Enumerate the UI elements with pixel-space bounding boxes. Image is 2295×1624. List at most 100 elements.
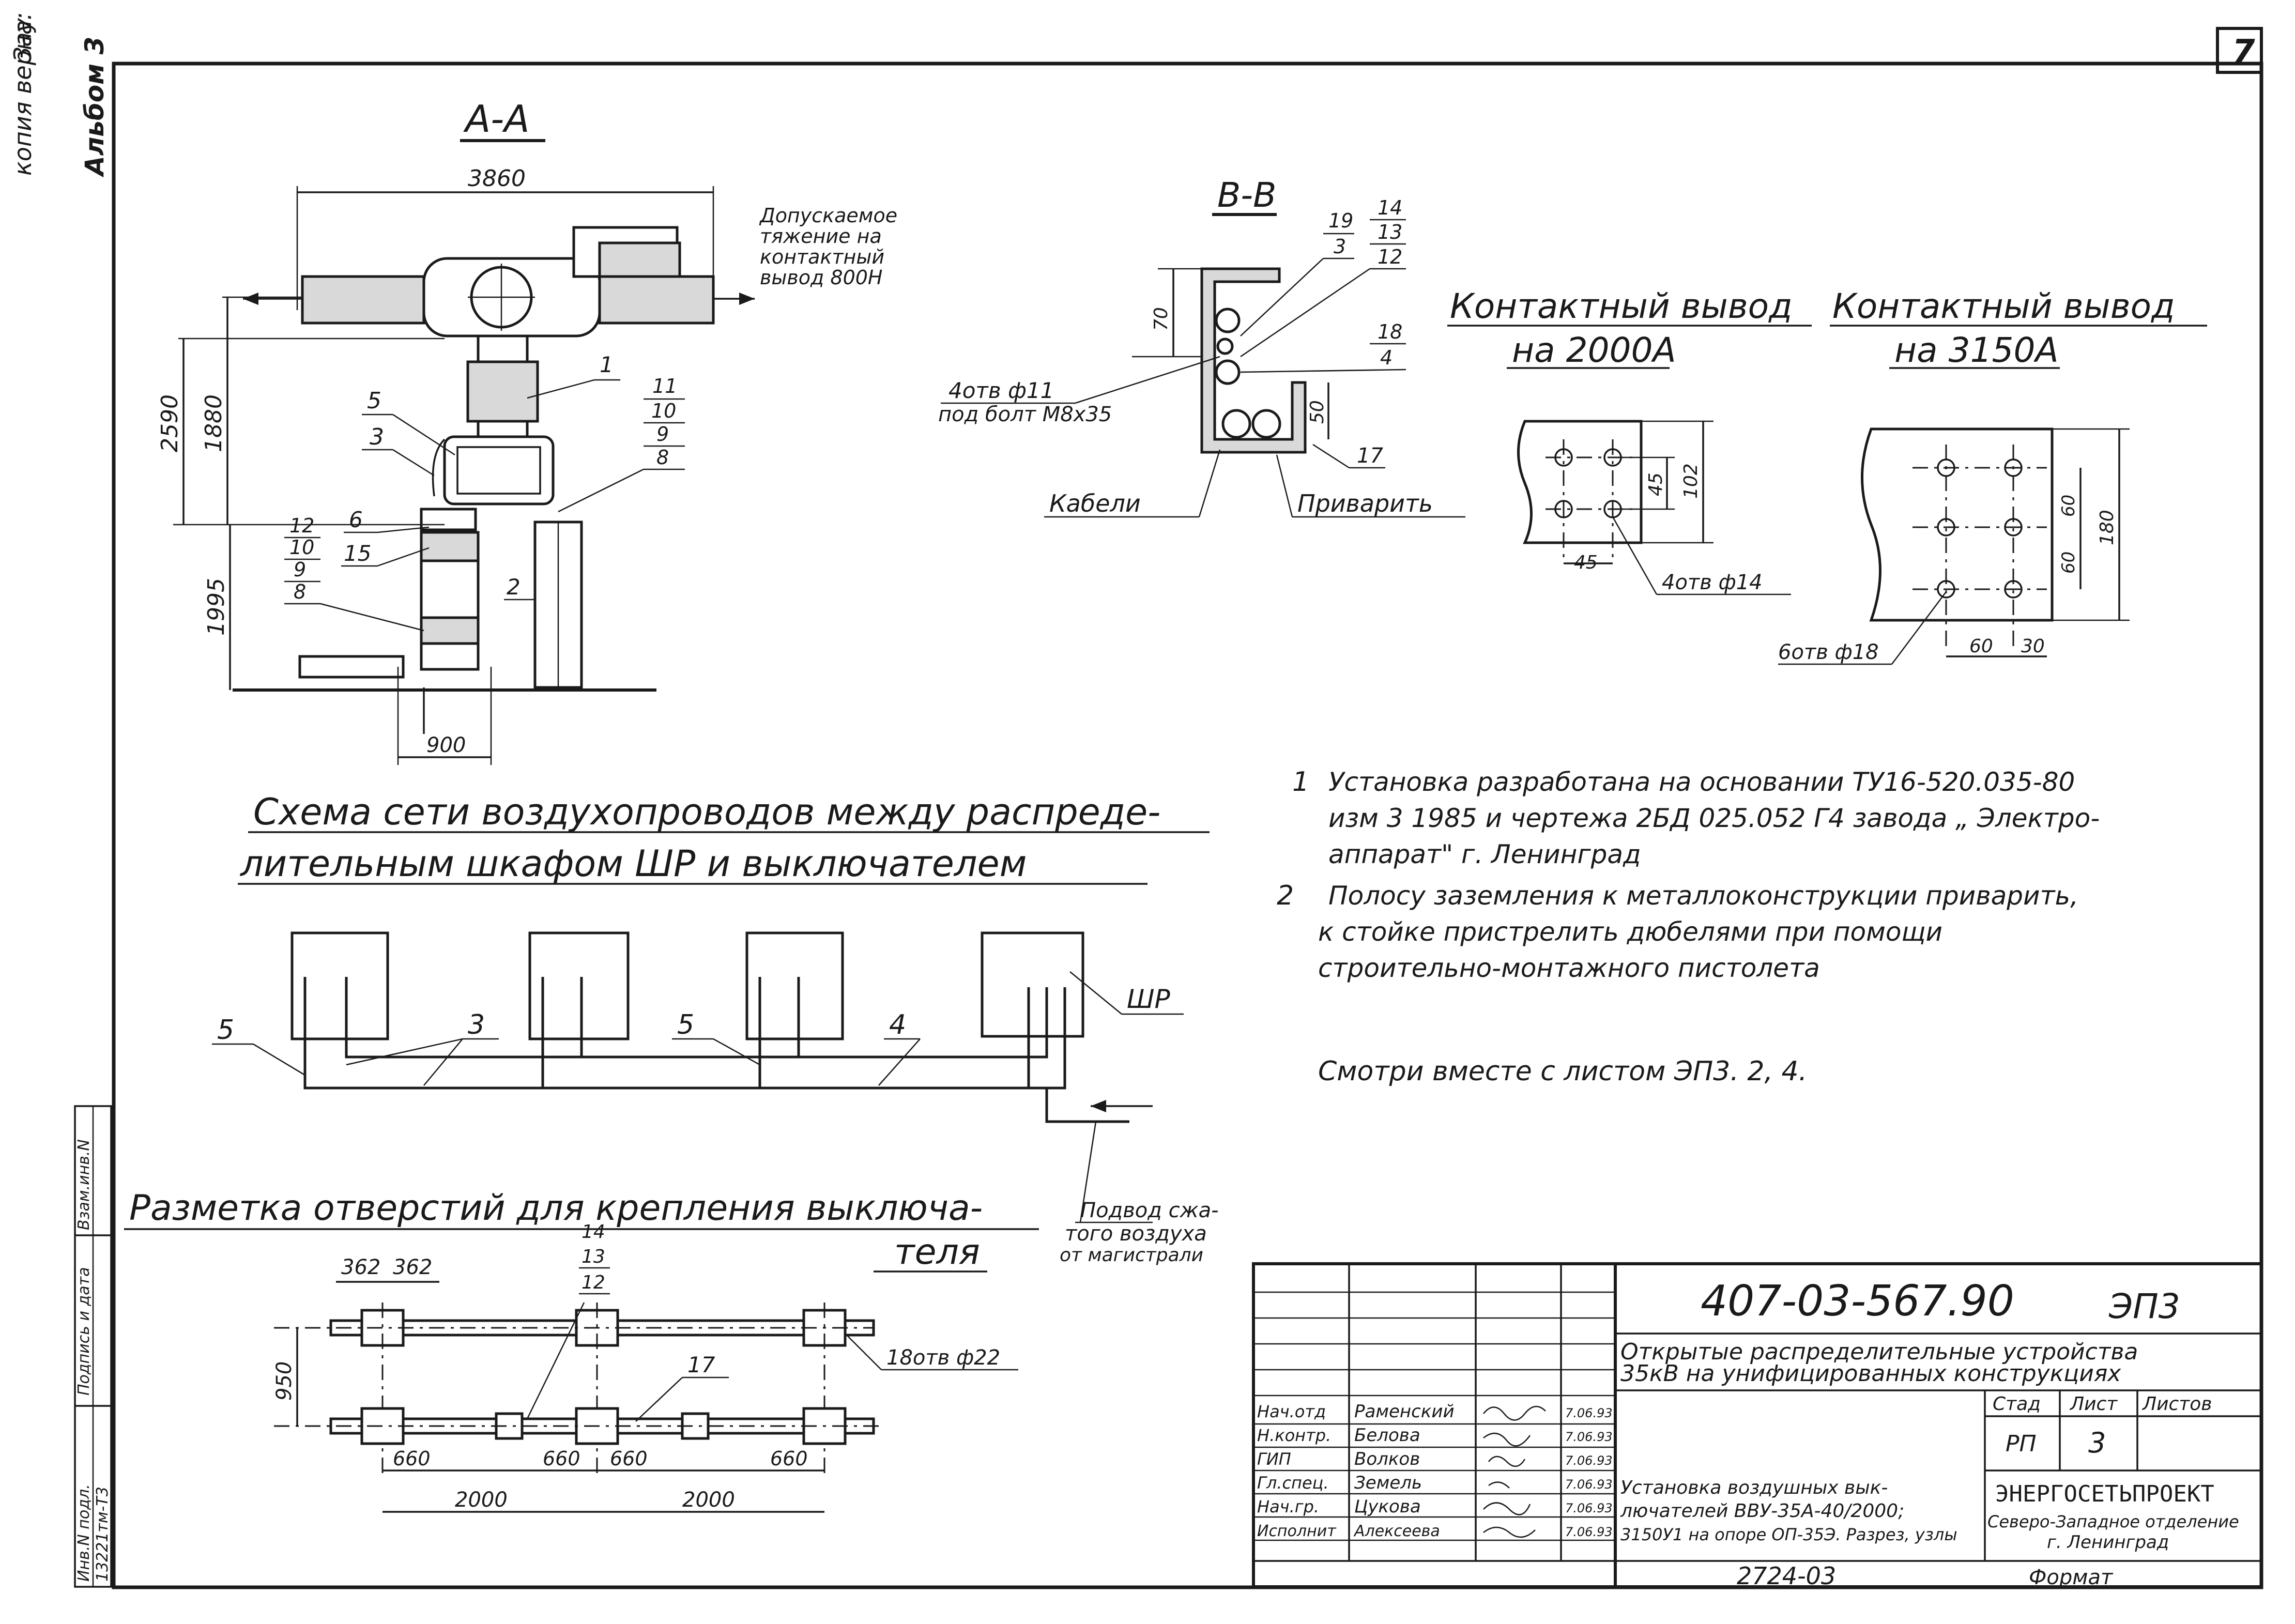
section-aa-callouts-l10-text: 10	[289, 536, 314, 559]
bb-dim-70: 70	[1151, 307, 1172, 331]
title-block-staff-1-name-text: Белова	[1354, 1425, 1420, 1446]
holes-layout-c14-text: 14	[582, 1221, 605, 1243]
org-name: ЭНЕРГОСЕТЬПРОЕКТ	[1995, 1481, 2214, 1507]
dim-3860: 3860	[468, 165, 526, 192]
bb-bolt: под болт М8х35	[938, 403, 1112, 426]
section-aa-callouts-r11-text: 11	[652, 375, 677, 397]
load-note: Допускаемое тяжение на контактный вывод …	[759, 204, 897, 289]
title-block-staff-2-date-text: 7.06.93	[1565, 1453, 1613, 1468]
section-aa-callouts-r9-text: 9	[656, 423, 669, 446]
terminal-2000a: Контактный вывод на 2000А 102 45 45 4отв…	[1447, 286, 1812, 595]
notes-n1-lines-2-text: аппарат" г. Ленинград	[1328, 839, 1641, 869]
title-block-stage-value-text: РП	[2006, 1431, 2037, 1457]
title-block-org-lines-2-text: г. Ленинград	[2047, 1532, 2169, 1553]
holes-layout-dim-362b-text: 362	[393, 1255, 432, 1279]
section-aa-callouts-c2-text: 2	[507, 574, 521, 600]
sheet-frame: 7	[112, 27, 2263, 1589]
sheet-number: 7	[2232, 33, 2255, 71]
title-block-staff-3-date-text: 7.06.93	[1565, 1477, 1613, 1492]
format-label: Формат	[2029, 1566, 2114, 1589]
section-bb-c17-text: 17	[1357, 444, 1383, 468]
holes-layout-dim-362a-text: 362	[341, 1255, 380, 1279]
section-aa-callouts-l9-text: 9	[294, 558, 306, 581]
section-aa-load-note-0-text: Допускаемое	[759, 204, 897, 227]
section-bb-c13-text: 13	[1378, 221, 1402, 243]
section-bb-c12-text: 12	[1378, 246, 1402, 268]
holes-layout-c13-text: 13	[582, 1246, 605, 1267]
copy-signature: Зау	[9, 18, 37, 62]
section-bb-c4-text: 4	[1380, 346, 1393, 369]
holes-layout-dim-660c-text: 660	[610, 1447, 648, 1470]
see-also: Смотри вместе с листом ЭП3. 2, 4.	[1318, 1056, 1807, 1087]
title-block-staff-1-role-text: Н.контр.	[1257, 1426, 1331, 1445]
air-scheme-c5a-text: 5	[217, 1015, 234, 1046]
title-block-drawing-title-0-text: Установка воздушных вык-	[1620, 1477, 1888, 1498]
section-aa-callouts-r8-text: 8	[656, 446, 669, 469]
holes-layout-title2-text: теля	[894, 1232, 980, 1273]
holes-layout-c12-text: 12	[582, 1272, 605, 1293]
left-margin: копия верна: Зау Альбом 3 Взам.инв.N Под…	[9, 12, 112, 1588]
notes-n2-lines-1-text: к стойке пристрелить дюбелями при помощи	[1318, 917, 1942, 947]
section-bb: В-В 70 50 4отв ф11 под болт М8х35 19 3 1…	[938, 175, 1465, 518]
terminal-3150-dim-60h-text: 60	[1969, 636, 1993, 657]
notes-n1-num-text: 1	[1292, 767, 1309, 798]
dim-1880: 1880	[201, 394, 227, 452]
title-block-sheet-label-text: Лист	[2069, 1393, 2118, 1415]
holes-layout-title1-text: Разметка отверстий для крепления выключа…	[129, 1188, 983, 1229]
doc-code: 407-03-567.90	[1701, 1277, 2014, 1326]
section-bb-c18-text: 18	[1378, 320, 1402, 343]
holes-layout-dim-660a-text: 660	[393, 1447, 431, 1470]
section-aa-callouts-r10-text: 10	[651, 400, 676, 422]
terminal-3150-title2-text: на 3150А	[1894, 330, 2059, 370]
holes-layout: Разметка отверстий для крепления выключа…	[124, 1188, 1039, 1513]
title-block-staff-1-date-text: 7.06.93	[1565, 1430, 1613, 1444]
title-block-sheet-value-text: 3	[2088, 1427, 2106, 1459]
inv-value: 13221тм-Т3	[94, 1487, 112, 1582]
section-aa-callouts-c6-text: 6	[349, 507, 363, 532]
air-scheme-title1-text: Схема сети воздухопроводов между распред…	[253, 791, 1160, 833]
section-aa-callouts-c15-text: 15	[344, 541, 371, 566]
holes-layout-c17-text: 17	[687, 1352, 715, 1377]
terminal-2000-dim-45v-text: 45	[1645, 472, 1666, 496]
title-block-staff-5-role-text: Исполнит	[1257, 1522, 1337, 1540]
title-block-staff-4-role-text: Нач.гр.	[1257, 1497, 1319, 1516]
title-block-staff-2-role-text: ГИП	[1257, 1449, 1291, 1469]
bottom-code: 2724-03	[1737, 1562, 1836, 1590]
section-aa-title: А-А	[463, 97, 530, 141]
terminal-3150-dim-60b-text: 60	[2058, 495, 2079, 517]
terminal-3150-title1-text: Контактный вывод	[1832, 286, 2175, 326]
title-block-staff-5-name-text: Алексеева	[1353, 1522, 1440, 1540]
terminal-3150-dim-60a-text: 60	[2058, 551, 2079, 574]
title-block-staff-0-role-text: Нач.отд	[1257, 1402, 1326, 1421]
notes-n1-lines-0-text: Установка разработана на основании ТУ16-…	[1328, 767, 2075, 797]
title-block-staff-0-name-text: Раменский	[1354, 1401, 1455, 1422]
holes-layout-dim-2000a-text: 2000	[455, 1488, 508, 1512]
bb-dim-50: 50	[1307, 400, 1328, 424]
dim-2590: 2590	[157, 394, 183, 452]
section-bb-c3-text: 3	[1334, 235, 1346, 258]
terminal-2000-holes-text: 4отв ф14	[1662, 571, 1763, 594]
holes-layout-dim-660d-text: 660	[770, 1447, 808, 1470]
title-block-staff-4-name-text: Цукова	[1354, 1496, 1421, 1517]
title-block-drawing-title-2-text: 3150У1 на опоре ОП-35Э. Разрез, узлы	[1620, 1525, 1957, 1544]
title-block-staff-3-name-text: Земель	[1354, 1473, 1422, 1493]
air-scheme-c5b-text: 5	[677, 1009, 694, 1040]
section-aa-callouts-l8-text: 8	[294, 580, 306, 603]
air-scheme: Схема сети воздухопроводов между распред…	[212, 791, 1219, 1266]
section-aa-callouts-l12-text: 12	[289, 514, 314, 537]
title-block-project-title-0-text: Открытые распределительные устройства	[1620, 1339, 2138, 1365]
dim-1995: 1995	[203, 578, 230, 636]
title-block-staff-5-date-text: 7.06.93	[1565, 1525, 1613, 1539]
section-bb-title: В-В	[1217, 175, 1276, 215]
air-scheme-c3-text: 3	[468, 1009, 485, 1040]
sign-date-label: Подпись и дата	[75, 1267, 93, 1396]
air-scheme-supply-0-text: Подвод сжа-	[1080, 1199, 1219, 1222]
inv-label: Инв.N подл.	[75, 1484, 93, 1582]
dim-900: 900	[426, 733, 466, 757]
section-aa-callouts-c1-text: 1	[600, 352, 614, 377]
holes-layout-holes18-text: 18отв ф22	[886, 1346, 1000, 1370]
section-aa-load-note-3-text: вывод 800Н	[760, 266, 883, 289]
bb-holes: 4отв ф11	[948, 378, 1054, 403]
air-scheme-supply-1-text: того воздуха	[1065, 1222, 1207, 1246]
